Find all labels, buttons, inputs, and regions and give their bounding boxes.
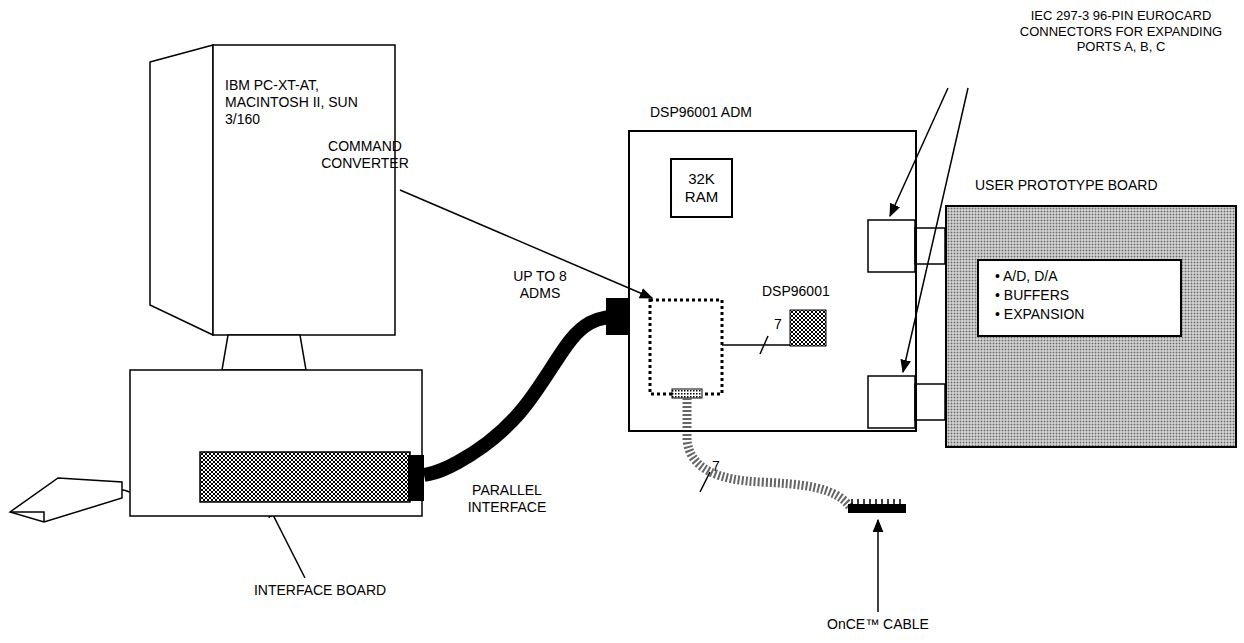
dsp-chip [790, 310, 826, 346]
callout-label: IEC 297-3 96-PIN EUROCARD CONNECTORS FOR… [1003, 8, 1239, 55]
monitor-side [150, 45, 213, 335]
monitor-stand [222, 335, 306, 370]
board-title: USER PROTOTYPE BOARD [975, 177, 1158, 194]
eurocard-connector [915, 228, 945, 264]
command-converter-box [650, 300, 722, 394]
leader-arrow [890, 88, 948, 216]
computer-illustration [8, 45, 424, 523]
callout-label: INTERFACE BOARD [235, 582, 405, 599]
eurocard-connector [868, 376, 915, 428]
feature-list: • A/D, D/A• BUFFERS• EXPANSION [977, 259, 1182, 337]
chip-label: DSP96001 [762, 283, 852, 300]
callout-label: COMMAND CONVERTER [290, 138, 440, 172]
board-title: DSP96001 ADM [650, 104, 752, 121]
bus-line [722, 344, 790, 346]
adm-board: 32K RAMDSP96001 ADM [628, 130, 917, 432]
leader-arrow [877, 520, 879, 612]
monitor-text: IBM PC-XT-AT, MACINTOSH II, SUN 3/160 [225, 77, 365, 127]
prototype-board: • A/D, D/A• BUFFERS• EXPANSIONUSER PROTO… [945, 205, 1237, 448]
interface-board [200, 452, 410, 502]
eurocard-connector [868, 220, 915, 272]
bus-width: 7 [774, 316, 794, 333]
computer-base [130, 370, 422, 516]
cable-note: PARALLEL INTERFACE [452, 482, 562, 516]
once-header [672, 389, 702, 398]
chip-label: 32K RAM [674, 170, 729, 206]
computer-monitor: IBM PC-XT-AT, MACINTOSH II, SUN 3/160 [8, 45, 424, 523]
keyboard-edge [10, 512, 44, 522]
bus-slash [760, 336, 768, 354]
keyboard-cord [122, 490, 130, 492]
cable-note: UP TO 8 ADMS [495, 268, 585, 302]
keyboard [10, 478, 122, 522]
feature-item: • EXPANSION [995, 305, 1084, 324]
monitor-face [213, 45, 395, 335]
eurocard-connector [915, 384, 945, 420]
interface-plug [408, 455, 424, 501]
callout-label: OnCE™ CABLE [798, 616, 958, 633]
parallel-cable [424, 316, 628, 475]
once-cable [687, 398, 850, 507]
connector-pins [852, 499, 900, 504]
bus-width: 7 [712, 458, 732, 475]
cable-slash [700, 472, 710, 492]
ram-chip: 32K RAM [670, 158, 733, 218]
feature-item: • BUFFERS [995, 286, 1069, 305]
feature-item: • A/D, D/A [995, 267, 1057, 286]
once-connector [848, 504, 906, 513]
